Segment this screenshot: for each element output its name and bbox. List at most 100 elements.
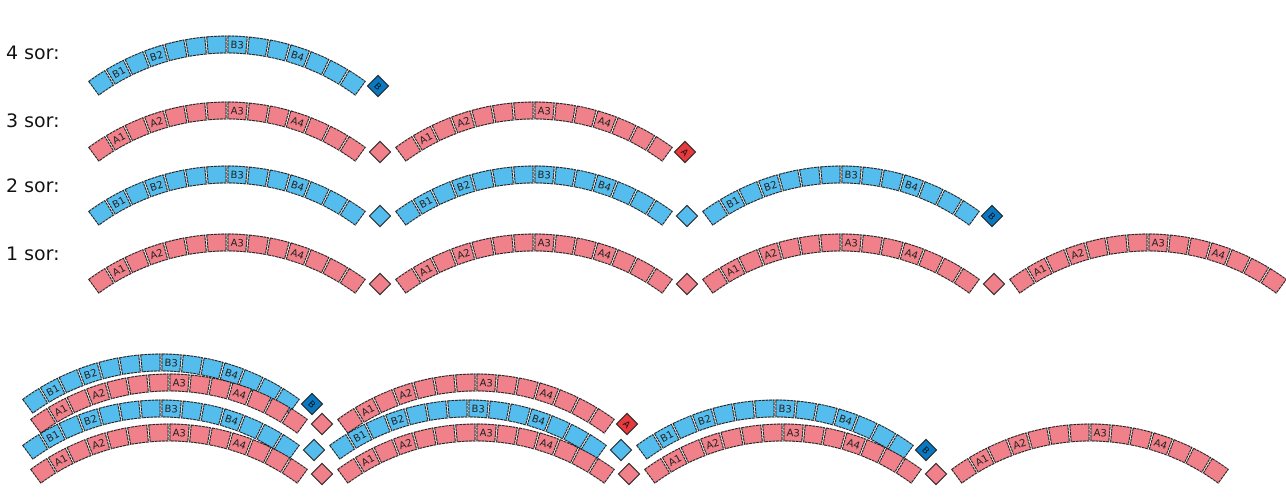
red-block [1027,427,1051,450]
blue-block [247,36,269,57]
red-block [1045,249,1071,274]
red-block [588,407,615,434]
blue-block [206,165,227,185]
red-block [206,233,227,253]
blue-block [852,415,878,440]
blue-block [426,400,448,421]
red-block [476,373,497,393]
red-block [820,233,841,253]
red-block [878,447,905,473]
red-block [534,432,560,456]
red-block [412,125,439,151]
blue-block [88,199,115,226]
red-block [1206,242,1232,266]
red-block [1168,234,1190,255]
blue-block [814,403,838,426]
block-label: B2 [83,414,99,429]
blue-block [778,169,802,192]
blue-block [899,174,925,198]
block-label: B2 [390,414,406,429]
red-block [127,424,149,445]
blue-block [545,415,571,440]
end-block-label: B [985,211,996,222]
blue-block [672,415,698,440]
blue-block [58,369,84,394]
red-block [588,457,615,484]
blue-block [880,169,904,192]
joint-block-red [617,462,641,486]
red-block [47,397,74,423]
blue-block [573,169,597,192]
red-block [185,234,207,255]
red-block [860,439,886,464]
block-label: B3 [230,170,244,182]
end-block-blue: B [914,438,938,462]
block-label: B3 [844,170,858,182]
red-block [1202,457,1229,484]
blue-block [200,357,224,380]
red-block [47,447,74,473]
row-label-1: 1 sor: [6,243,60,265]
end-block-blue: B [366,74,390,98]
block-label: A3 [844,238,858,250]
red-block [354,397,381,423]
blue-block [534,165,555,185]
joint-block-blue [368,204,392,228]
red-block [720,427,744,450]
blue-block [88,69,115,96]
red-block [611,249,637,274]
red-block [822,427,846,450]
red-block [1048,424,1070,445]
red-block [1009,267,1036,294]
blue-block [77,408,103,432]
red-block [413,427,437,450]
block-label: B4 [289,50,305,65]
row-label-3: 3 sor: [6,110,60,132]
red-block [450,110,476,134]
joint-block-red [982,272,1006,296]
red-block [592,110,618,134]
blue-block [738,181,764,206]
blue-block [492,166,514,187]
red-block [264,447,291,473]
red-block [1026,257,1053,283]
red-block [431,117,457,142]
blue-block [285,44,311,68]
block-label: A3 [1093,428,1107,440]
blue-block [629,189,656,215]
block-label: B4 [837,414,853,429]
red-block [492,234,514,255]
joint-block-blue [302,438,326,462]
red-block [611,117,637,142]
blue-block [775,399,796,419]
red-block [534,101,555,121]
red-block [1069,423,1090,443]
red-block [968,447,995,473]
blue-block [471,169,495,192]
block-label: A3 [537,238,551,250]
red-block [554,102,576,123]
block-label: B2 [149,180,165,195]
block-label: A2 [149,248,165,263]
end-block-label: B [919,445,930,456]
red-block [246,389,272,414]
blue-block [140,399,161,419]
red-block [1167,439,1193,464]
blue-block [636,433,663,460]
block-label: B4 [903,180,919,195]
red-block [699,432,725,456]
blue-block [702,199,729,226]
block-label: B4 [289,180,305,195]
red-block [1243,257,1270,283]
row-label-4: 4 sor: [6,42,60,64]
red-block [66,439,92,464]
block-label: B4 [223,368,239,383]
end-block-label: B [305,399,316,410]
red-block [492,102,514,123]
blue-block [22,433,49,460]
blue-block [526,408,552,432]
blue-block [554,166,576,187]
red-block [571,397,598,423]
